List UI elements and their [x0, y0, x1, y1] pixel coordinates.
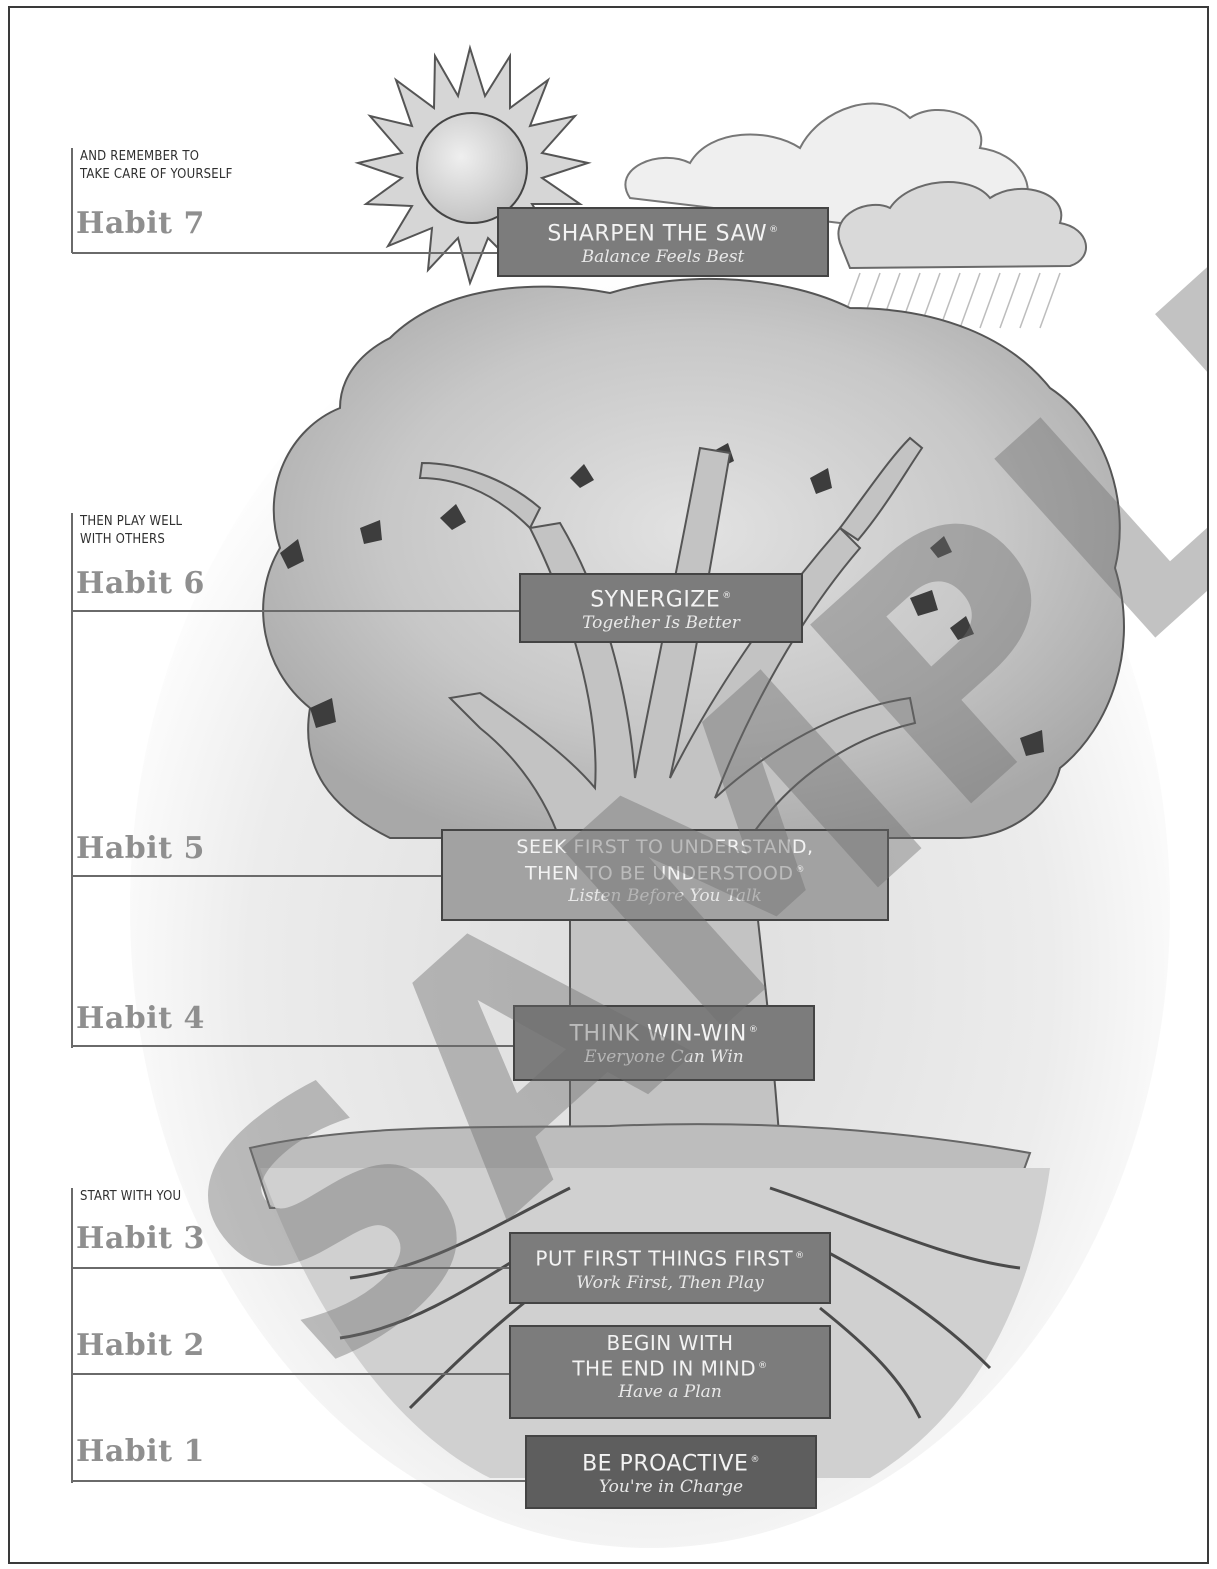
- habit-3-label: Habit 3: [76, 1221, 205, 1256]
- trademark-mark: ®: [749, 1025, 759, 1035]
- trademark-mark: ®: [750, 1455, 760, 1465]
- habit-1-subtitle: You're in Charge: [526, 1476, 816, 1498]
- sign-text-habit-4: THINK WIN-WIN® Everyone Can Win: [514, 1018, 814, 1068]
- habit-2-label: Habit 2: [76, 1328, 205, 1363]
- habit-7-title: SHARPEN THE SAW: [547, 221, 767, 246]
- trademark-mark: ®: [796, 865, 806, 875]
- trademark-mark: ®: [758, 1361, 768, 1371]
- sign-text-habit-6: SYNERGIZE® Together Is Better: [520, 584, 802, 634]
- habit-6-subtitle: Together Is Better: [520, 612, 802, 634]
- habit-3-subtitle: Work First, Then Play: [510, 1272, 830, 1294]
- trademark-mark: ®: [795, 1251, 805, 1261]
- habit-5-title-line2: THEN TO BE UNDERSTOOD: [525, 862, 794, 884]
- caption-start-with-you: START WITH YOU: [80, 1188, 181, 1206]
- habit-2-title-line1: BEGIN WITH: [510, 1332, 830, 1355]
- habit-4-subtitle: Everyone Can Win: [514, 1046, 814, 1068]
- habit-1-title: BE PROACTIVE: [582, 1451, 748, 1476]
- habit-4-title: THINK WIN-WIN: [570, 1021, 747, 1046]
- habit-4-label: Habit 4: [76, 1001, 205, 1036]
- sign-text-habit-2: BEGIN WITH THE END IN MIND® Have a Plan: [510, 1332, 830, 1403]
- sign-text-habit-5: SEEK FIRST TO UNDERSTAND, THEN TO BE UND…: [442, 836, 888, 907]
- habit-6-label: Habit 6: [76, 566, 205, 601]
- habit-5-label: Habit 5: [76, 831, 205, 866]
- worksheet-page: AND REMEMBER TO TAKE CARE OF YOURSELF TH…: [8, 6, 1209, 1564]
- habit-5-subtitle: Listen Before You Talk: [442, 885, 888, 907]
- trademark-mark: ®: [769, 225, 779, 235]
- sign-text-habit-7: SHARPEN THE SAW® Balance Feels Best: [498, 218, 828, 268]
- habit-6-title: SYNERGIZE: [590, 587, 720, 612]
- caption-play-well: THEN PLAY WELL WITH OTHERS: [80, 513, 182, 549]
- habit-3-title: PUT FIRST THINGS FIRST: [535, 1247, 793, 1271]
- habit-5-title-line1: SEEK FIRST TO UNDERSTAND,: [442, 836, 888, 859]
- sign-text-habit-1: BE PROACTIVE® You're in Charge: [526, 1448, 816, 1498]
- habit-2-title-line2: THE END IN MIND: [572, 1357, 756, 1381]
- trademark-mark: ®: [722, 591, 732, 601]
- habit-7-label: Habit 7: [76, 206, 205, 241]
- habit-1-label: Habit 1: [76, 1434, 205, 1469]
- sign-text-habit-3: PUT FIRST THINGS FIRST® Work First, Then…: [510, 1244, 830, 1294]
- caption-take-care: AND REMEMBER TO TAKE CARE OF YOURSELF: [80, 148, 233, 184]
- habit-7-subtitle: Balance Feels Best: [498, 246, 828, 268]
- habit-2-subtitle: Have a Plan: [510, 1381, 830, 1403]
